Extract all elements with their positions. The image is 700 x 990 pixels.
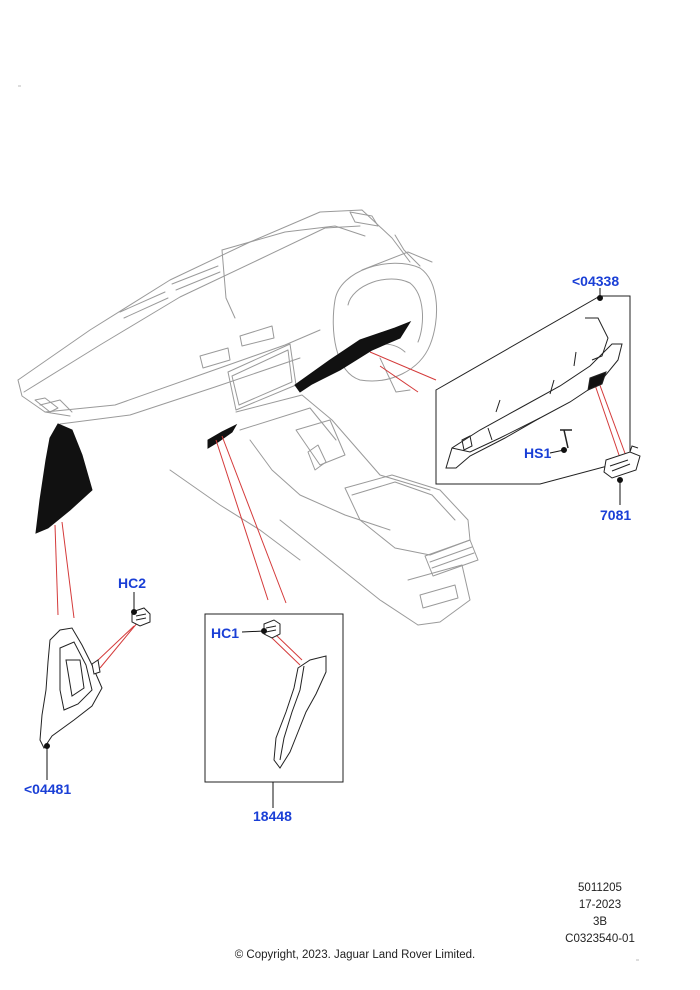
- corner-marks: [18, 85, 639, 961]
- doc-revision: 3B: [592, 916, 608, 928]
- dashboard-assembly-illustration: [17, 209, 479, 626]
- callout-hc2[interactable]: HC2: [118, 575, 147, 591]
- doc-date: 17-2023: [578, 899, 622, 911]
- latch-part: [603, 445, 641, 479]
- callout-leaders: [44, 288, 623, 808]
- doc-number: 5011205: [578, 882, 622, 894]
- callout-hs1[interactable]: HS1: [524, 445, 552, 461]
- callout-18448[interactable]: 18448: [253, 808, 292, 824]
- highlighted-parts: [35, 320, 412, 534]
- left-side-panel-part: [39, 627, 103, 749]
- callout-hc1[interactable]: HC1: [211, 625, 240, 641]
- metadata-block: 5011205 17-2023 3B C0323540-01: [555, 880, 645, 948]
- figure-code: C0323540-01: [565, 933, 635, 945]
- callout-04481[interactable]: <04481: [24, 781, 72, 797]
- clip-hc1-part: [263, 619, 281, 639]
- callout-04338[interactable]: <04338: [572, 273, 620, 289]
- copyright-notice: © Copyright, 2023. Jaguar Land Rover Lim…: [234, 949, 476, 961]
- trim-detail-box: [204, 613, 344, 783]
- leader-lines: [54, 351, 627, 669]
- callout-7081[interactable]: 7081: [600, 507, 632, 523]
